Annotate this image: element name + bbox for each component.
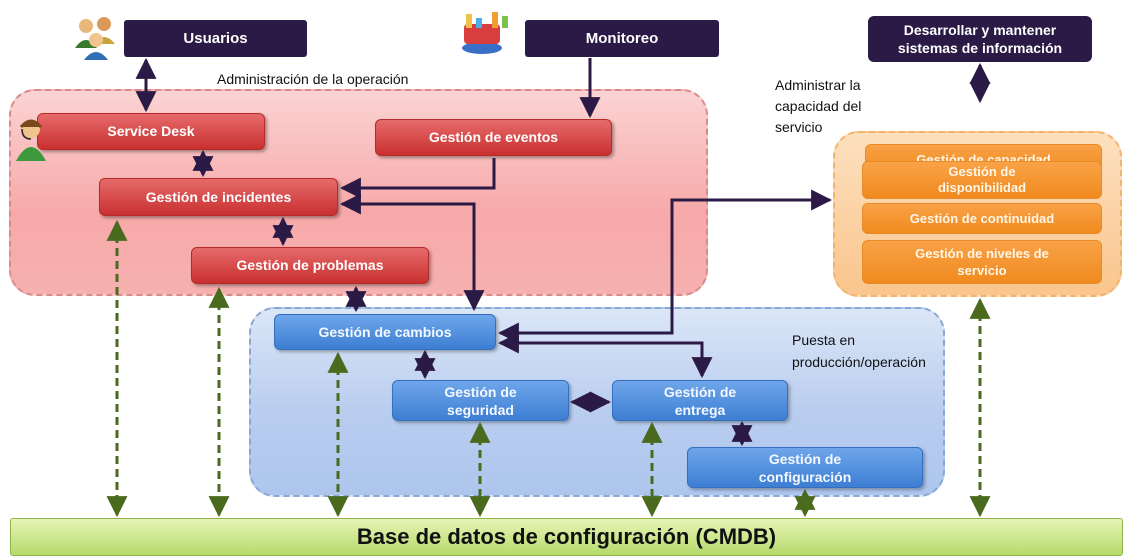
- usuarios-box: Usuarios: [124, 20, 307, 57]
- monitoreo-label: Monitoreo: [585, 30, 659, 47]
- gestion-seguridad-box: Gestión de seguridad: [392, 380, 569, 421]
- seguridad-line1: Gestión de: [444, 383, 517, 400]
- arrow-cambios-capacidad: [497, 189, 833, 344]
- desarrollar-sistemas-box: Desarrollar y mantener sistemas de infor…: [868, 16, 1092, 62]
- arrow-incidentes-cambios: [339, 193, 485, 312]
- usuarios-label: Usuarios: [183, 30, 248, 47]
- configuracion-line1: Gestión de: [768, 450, 842, 467]
- monitor-chart-icon: [462, 12, 508, 54]
- gestion-cambios-box: Gestión de cambios: [274, 314, 496, 350]
- administrar-capacidad-line2: capacidad del: [775, 98, 862, 114]
- administracion-operacion-label: Administración de la operación: [217, 71, 409, 87]
- entrega-line2: entrega: [674, 401, 726, 418]
- gestion-continuidad-box: Gestión de continuidad: [862, 203, 1102, 234]
- cmdb-label: Base de datos de configuración (CMDB): [356, 524, 777, 549]
- arrow-cambios-entrega: [497, 332, 713, 379]
- users-icon: [75, 17, 115, 60]
- gestion-eventos-box: Gestión de eventos: [375, 119, 612, 156]
- administrar-capacidad-line3: servicio: [775, 119, 823, 135]
- seguridad-line2: seguridad: [447, 401, 514, 418]
- gestion-eventos-label: Gestión de eventos: [428, 129, 559, 145]
- gestion-niveles-servicio-box: Gestión de niveles de servicio: [862, 240, 1102, 284]
- niveles-line2: servicio: [957, 263, 1007, 278]
- puesta-line2: producción/operación: [792, 354, 926, 370]
- gestion-incidentes-box: Gestión de incidentes: [99, 178, 338, 216]
- administrar-capacidad-label: Administrar la capacidad del servicio: [775, 75, 861, 138]
- gestion-cambios-label: Gestión de cambios: [318, 323, 452, 340]
- service-agent-icon: [16, 119, 46, 161]
- desarrollar-label-line2: sistemas de información: [897, 40, 1063, 56]
- service-desk-box: Service Desk: [37, 113, 265, 150]
- service-desk-label: Service Desk: [107, 123, 195, 139]
- arrow-eventos-incidentes: [339, 158, 496, 199]
- disponibilidad-line2: disponibilidad: [937, 180, 1027, 195]
- configuracion-line2: configuración: [758, 468, 852, 485]
- gestion-disponibilidad-box: Gestión de disponibilidad: [862, 161, 1102, 199]
- monitoreo-box: Monitoreo: [525, 20, 719, 57]
- entrega-line1: Gestión de: [663, 383, 737, 400]
- cmdb-bar: Base de datos de configuración (CMDB): [10, 518, 1123, 556]
- gestion-entrega-box: Gestión de entrega: [612, 380, 788, 421]
- disponibilidad-line1: Gestión de: [948, 164, 1016, 179]
- administrar-capacidad-line1: Administrar la: [775, 77, 861, 93]
- gestion-configuracion-box: Gestión de configuración: [687, 447, 923, 488]
- niveles-line1: Gestión de niveles de: [915, 246, 1049, 261]
- desarrollar-label-line1: Desarrollar y mantener: [903, 22, 1057, 38]
- gestion-continuidad-label: Gestión de continuidad: [909, 211, 1055, 226]
- gestion-incidentes-label: Gestión de incidentes: [145, 188, 292, 205]
